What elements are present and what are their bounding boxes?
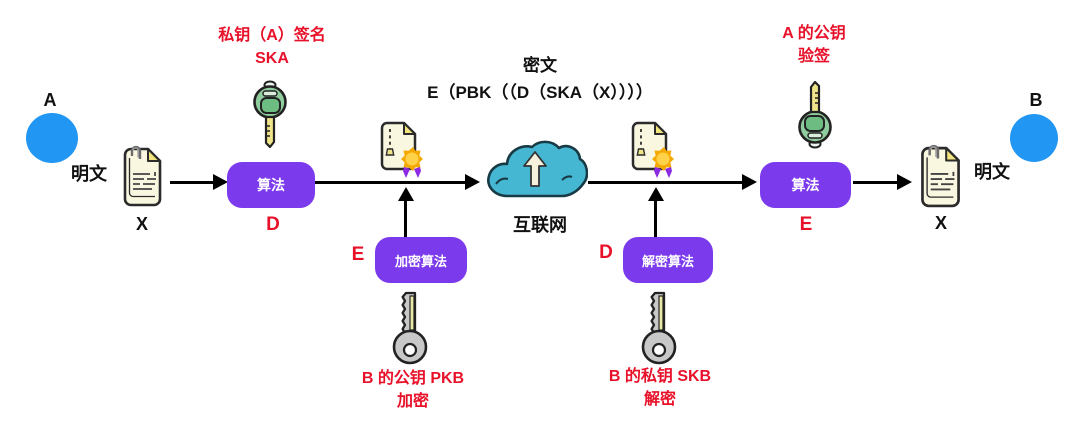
plaintext-document-icon xyxy=(120,145,164,208)
ciphertext-caption: 密文 E（PBK（（D（SKA（X）））） xyxy=(330,52,750,106)
decrypt-mode-letter: D xyxy=(599,242,613,263)
arrow-line-verify-to-doc xyxy=(853,181,899,184)
ciphertext-title: 密文 xyxy=(523,56,557,75)
ciphertext-formula: E（PBK（（D（SKA（X）））） xyxy=(427,83,653,102)
private-key-a-icon xyxy=(252,79,288,150)
plaintext-right-label: 明文 xyxy=(974,162,1010,182)
verify-caption-line1: A 的公钥 xyxy=(782,25,846,42)
plaintext-left-label: 明文 xyxy=(71,164,107,184)
private-key-b-icon xyxy=(639,287,679,366)
plaintext-document-icon xyxy=(917,144,963,209)
verify-algorithm-box: 算法 xyxy=(760,162,851,208)
arrow-right-icon xyxy=(213,174,228,190)
verify-caption: A 的公钥 验签 xyxy=(782,22,845,68)
internet-cloud-icon xyxy=(482,139,588,203)
actor-b-label: B xyxy=(1029,90,1043,110)
message-x-left-label: X xyxy=(135,214,149,234)
decrypt-key-caption: B 的私钥 SKB 解密 xyxy=(609,365,711,411)
verify-caption-line2: 验签 xyxy=(797,48,831,65)
public-key-b-icon xyxy=(390,287,430,366)
signed-document-icon xyxy=(628,119,682,179)
arrow-up-icon xyxy=(648,187,664,201)
encrypt-key-caption-line1: B 的公钥 PKB xyxy=(361,370,465,387)
public-key-a-icon xyxy=(797,79,833,150)
verify-box-label: 算法 xyxy=(791,177,820,193)
decrypt-key-caption-line2: 解密 xyxy=(643,391,677,408)
sign-caption: 私钥（A）签名 SKA xyxy=(218,24,326,70)
sign-box-label: 算法 xyxy=(257,177,285,193)
arrow-right-icon xyxy=(897,174,912,190)
verify-mode-letter: E xyxy=(799,214,813,235)
sign-caption-line2: SKA xyxy=(255,50,289,67)
line-encrypt-up xyxy=(404,199,407,237)
arrow-right-icon xyxy=(742,174,757,190)
sign-caption-line1: 私钥（A）签名 xyxy=(218,27,326,44)
actor-a-avatar xyxy=(26,113,78,163)
sign-algorithm-box: 算法 xyxy=(227,162,315,208)
actor-b-avatar xyxy=(1010,114,1058,162)
arrow-up-icon xyxy=(398,187,414,201)
encrypt-box-label: 加密算法 xyxy=(394,253,447,269)
line-decrypt-up xyxy=(654,199,657,237)
message-x-right-label: X xyxy=(934,213,948,233)
signed-document-icon xyxy=(377,119,431,179)
line-cloud-to-verify xyxy=(588,181,744,184)
decrypt-algorithm-box: 解密算法 xyxy=(623,237,713,283)
actor-a-label: A xyxy=(43,90,57,110)
encrypt-key-caption: B 的公钥 PKB 加密 xyxy=(362,367,464,413)
arrow-right-icon xyxy=(465,174,480,190)
decrypt-key-caption-line1: B 的私钥 SKB xyxy=(608,368,712,385)
internet-label: 互联网 xyxy=(513,215,567,235)
decrypt-box-label: 解密算法 xyxy=(641,253,694,269)
line-sign-to-cloud xyxy=(315,181,467,184)
encrypt-key-caption-line2: 加密 xyxy=(396,393,430,410)
sign-mode-letter: D xyxy=(266,214,280,235)
arrow-line-doc-to-sign xyxy=(170,181,215,184)
encrypt-mode-letter: E xyxy=(351,244,365,265)
encrypt-algorithm-box: 加密算法 xyxy=(375,237,467,283)
